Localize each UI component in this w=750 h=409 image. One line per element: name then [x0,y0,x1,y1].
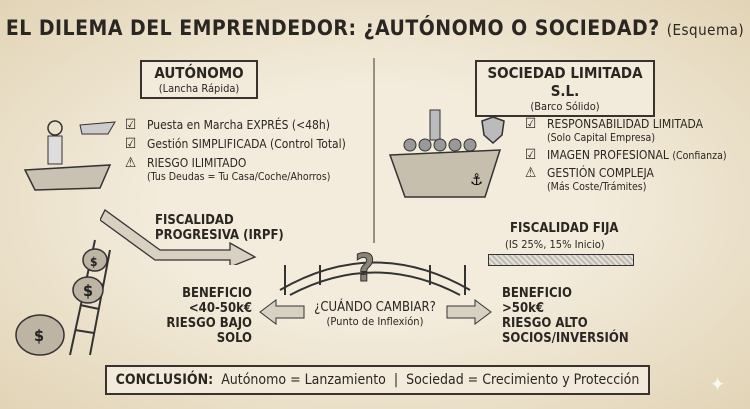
svg-text:⚓: ⚓ [470,170,483,189]
list-item: ☑IMAGEN PROFESIONAL (Confianza) [525,147,727,163]
list-item: ☑Puesta en Marcha EXPRÉS (<48h) [125,117,330,133]
speedboat-illustration [23,120,116,191]
conclusion-box: CONCLUSIÓN: Autónomo = Lanzamiento | Soc… [105,365,650,395]
warning-icon: ⚠ [525,165,537,181]
list-item: ⚠GESTIÓN COMPLEJA(Más Coste/Trámites) [525,165,654,193]
autonomo-list: ☑Puesta en Marcha EXPRÉS (<48h) ☑Gestión… [125,118,365,184]
fixed-tax-note: (IS 25%, 15% Inicio) [505,238,605,251]
progressive-tax-label: FISCALIDAD PROGRESIVA (IRPF) [155,213,284,243]
money-bags-ladder-illustration: $ $ $ [15,239,111,356]
checkbox-icon: ☑ [525,147,537,163]
list-item: ☑Gestión SIMPLIFICADA (Control Total) [125,136,346,152]
svg-text:$: $ [83,281,93,300]
divider [373,58,375,243]
list-item: ⚠RIESGO ILIMITADO(Tus Deudas = Tu Casa/C… [125,155,331,183]
arrow-right-icon [446,299,492,325]
autonomo-banner: AUTÓNOMO(Lancha Rápida) [140,60,258,99]
fixed-tax-label: FISCALIDAD FIJA [510,221,619,236]
warning-icon: ⚠ [125,155,137,171]
switch-question: ¿CUÁNDO CAMBIAR? (Punto de Inflexión) [314,300,436,328]
fixed-tax-bar [488,254,634,266]
svg-text:$: $ [34,326,44,345]
checkbox-icon: ☑ [125,136,137,152]
question-mark: ? [355,246,376,291]
list-item: ☑RESPONSABILIDAD LIMITADA(Solo Capital E… [525,116,703,144]
checkbox-icon: ☑ [125,117,137,133]
svg-text:$: $ [90,255,98,269]
ship-illustration: ⚓ [388,109,502,198]
sociedad-banner: SOCIEDAD LIMITADA S.L.(Barco Sólido) [475,60,655,117]
sparkle-icon: ✦ [710,372,726,396]
bridge-illustration [279,261,471,296]
progressive-tax-arrow [100,209,257,265]
page-title: EL DILEMA DEL EMPRENDEDOR: ¿AUTÓNOMO O S… [5,16,745,40]
shield-icon [481,116,505,145]
checkbox-icon: ☑ [525,116,537,132]
sociedad-list: ☑RESPONSABILIDAD LIMITADA(Solo Capital E… [525,117,750,194]
arrow-left-icon [259,299,305,325]
